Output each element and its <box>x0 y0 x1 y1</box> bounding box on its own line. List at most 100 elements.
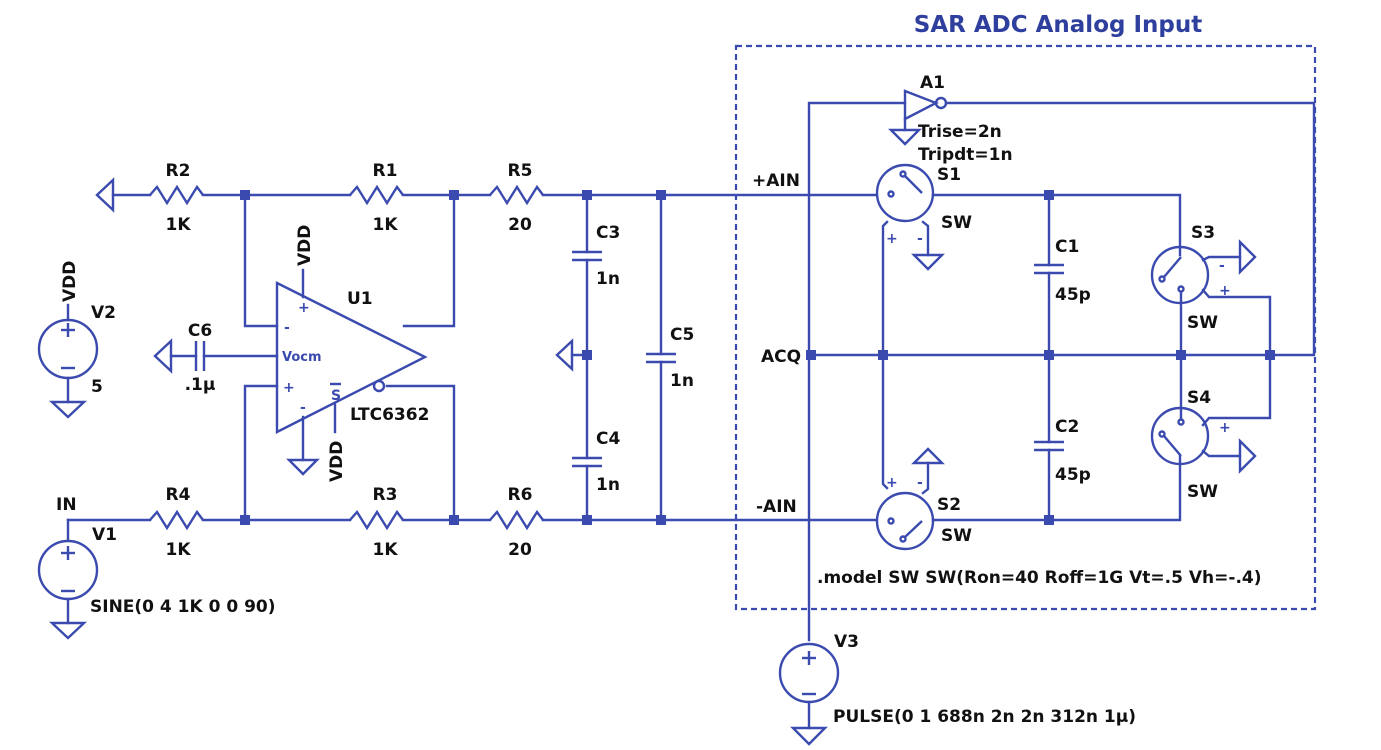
resistor-r6[interactable] <box>489 509 544 531</box>
s4-pin-plus: + <box>1219 420 1231 436</box>
c3-value: 1n <box>596 269 620 289</box>
v2-vdd-label: VDD <box>60 261 80 302</box>
v3-value: PULSE(0 1 688n 2n 2n 312n 1µ) <box>833 707 1136 727</box>
c5-ref: C5 <box>670 325 694 345</box>
resistor-r5[interactable] <box>489 184 544 206</box>
s1-ref: S1 <box>937 165 961 185</box>
ground-s4 <box>1238 438 1257 474</box>
u1-vocm-label: Vocm <box>282 350 322 365</box>
s4-ref: S4 <box>1187 388 1211 408</box>
opamp-u1[interactable] <box>275 281 428 434</box>
ground-r2 <box>95 177 115 213</box>
block-title: SAR ADC Analog Input <box>914 12 1202 38</box>
wire <box>243 193 279 328</box>
s2-value: SW <box>941 526 972 546</box>
resistor-r2[interactable] <box>149 184 204 206</box>
junction <box>449 515 459 525</box>
supply-s2 <box>911 447 945 465</box>
v2-ref: V2 <box>91 303 116 323</box>
resistor-r1[interactable] <box>349 184 404 206</box>
s2-pin-minus: - <box>917 475 923 491</box>
ground-u1 <box>286 458 320 476</box>
u1-value: LTC6362 <box>350 405 429 425</box>
wire <box>1201 255 1242 262</box>
ground-v3 <box>790 726 828 746</box>
u1-pin-vplus: + <box>298 300 310 316</box>
resistor-r4[interactable] <box>149 509 204 531</box>
ground-v2 <box>48 400 88 419</box>
sar-adc-boundary <box>734 44 1317 611</box>
r1-value: 1K <box>372 215 398 235</box>
u1-shdn-vdd-label: VDD <box>327 441 347 482</box>
s1-value: SW <box>941 213 972 233</box>
net-acq-label: ACQ <box>761 347 801 367</box>
v3-ref: V3 <box>834 632 859 652</box>
r4-ref: R4 <box>166 485 191 505</box>
a1-ref: A1 <box>920 73 945 93</box>
s2-pin-plus: + <box>886 475 898 491</box>
c2-value: 45p <box>1055 465 1091 485</box>
u1-pin-plus: + <box>283 380 295 396</box>
wire <box>931 193 1182 257</box>
v1-ref: V1 <box>92 525 117 545</box>
net-ain-pos-label: +AIN <box>752 171 800 191</box>
wire <box>385 384 456 522</box>
voltage-source-v3[interactable] <box>778 642 840 704</box>
r3-ref: R3 <box>373 485 398 505</box>
c2-ref: C2 <box>1055 417 1079 437</box>
wire <box>243 384 279 522</box>
s1-pin-plus: + <box>886 231 898 247</box>
u1-pin-vminus: - <box>300 400 306 416</box>
c3-ref: C3 <box>596 223 620 243</box>
s3-pin-plus: + <box>1219 283 1231 299</box>
r2-ref: R2 <box>166 161 191 181</box>
a1-param-trise: Trise=2n <box>918 122 1002 142</box>
s4-value: SW <box>1187 482 1218 502</box>
r5-value: 20 <box>508 215 532 235</box>
wire <box>944 101 1316 357</box>
switch-s2[interactable] <box>875 491 935 551</box>
s1-pin-minus: - <box>917 231 923 247</box>
u1-pin-minus: - <box>284 320 290 336</box>
r4-value: 1K <box>165 540 191 560</box>
resistor-r3[interactable] <box>349 509 404 531</box>
r1-ref: R1 <box>373 161 398 181</box>
voltage-source-v1[interactable] <box>37 539 99 601</box>
r2-value: 1K <box>165 215 191 235</box>
inverter-a1[interactable] <box>903 89 948 121</box>
s3-value: SW <box>1187 313 1218 333</box>
switch-s1[interactable] <box>875 163 935 223</box>
c1-ref: C1 <box>1055 237 1079 257</box>
wire <box>1201 449 1242 458</box>
r3-value: 1K <box>372 540 398 560</box>
r5-ref: R5 <box>508 161 533 181</box>
voltage-source-v2[interactable] <box>37 318 99 380</box>
wire <box>921 461 930 495</box>
net-ain-neg-label: -AIN <box>756 497 797 517</box>
c1-value: 45p <box>1055 285 1091 305</box>
ground-c6 <box>153 338 173 374</box>
s3-pin-minus: - <box>1219 258 1225 274</box>
c6-ref: C6 <box>188 321 212 341</box>
spice-directive[interactable]: .model SW SW(Ron=40 Roff=1G Vt=.5 Vh=-.4… <box>817 568 1262 588</box>
c4-value: 1n <box>596 475 620 495</box>
s3-ref: S3 <box>1191 223 1215 243</box>
a1-param-tripdt: Tripdt=1n <box>918 145 1013 165</box>
ground-c3c4 <box>555 338 574 372</box>
r6-ref: R6 <box>508 485 533 505</box>
ground-a1 <box>888 128 922 146</box>
c4-ref: C4 <box>596 429 620 449</box>
wire-acq <box>807 101 907 642</box>
wire <box>402 193 456 328</box>
junction <box>1265 350 1275 360</box>
r6-value: 20 <box>508 540 532 560</box>
wire-s1-s2-ctrl <box>881 220 889 490</box>
junction <box>1044 350 1054 360</box>
wire <box>931 454 1182 522</box>
wire-s3-s4-ctrl <box>1201 288 1272 427</box>
v1-value: SINE(0 4 1K 0 0 90) <box>90 597 276 617</box>
ground-s3 <box>1238 239 1257 275</box>
net-in-label: IN <box>56 495 77 515</box>
s2-ref: S2 <box>937 495 961 515</box>
